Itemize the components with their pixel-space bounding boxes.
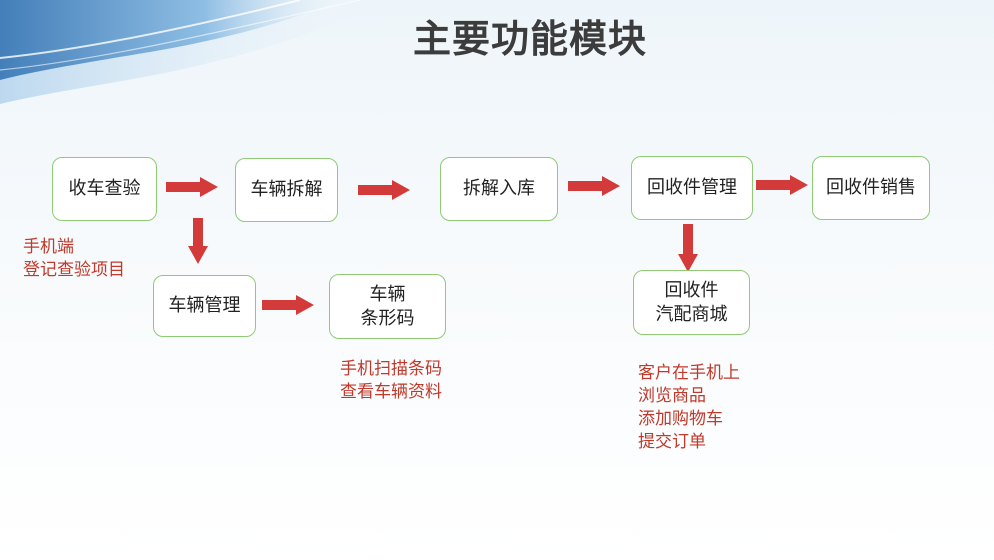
node-vehicle-mgmt: 车辆管理 bbox=[153, 275, 256, 337]
node-mall: 回收件 汽配商城 bbox=[633, 270, 750, 335]
node-parts-mgmt: 回收件管理 bbox=[631, 156, 753, 220]
arrow-parts-mgmt-to-sales bbox=[756, 175, 808, 195]
arrow-dismantle-to-storage bbox=[358, 180, 410, 200]
node-parts-sales: 回收件销售 bbox=[812, 156, 930, 220]
arrow-inspect-to-dismantle bbox=[166, 177, 218, 197]
arrow-parts-mgmt-to-mall bbox=[678, 224, 698, 272]
node-storage: 拆解入库 bbox=[440, 157, 558, 221]
node-barcode: 车辆 条形码 bbox=[329, 274, 446, 339]
note-mall: 客户在手机上 浏览商品 添加购物车 提交订单 bbox=[638, 363, 740, 452]
note-barcode: 手机扫描条码 查看车辆资料 bbox=[340, 359, 442, 402]
node-dismantle: 车辆拆解 bbox=[235, 158, 338, 222]
node-inspect: 收车查验 bbox=[52, 157, 157, 221]
arrow-storage-to-parts-mgmt bbox=[568, 176, 620, 196]
page-title: 主要功能模块 bbox=[412, 17, 647, 61]
arrow-inspect-to-vehicle-mgmt bbox=[188, 218, 208, 264]
arrow-vehicle-mgmt-to-barcode bbox=[262, 295, 314, 315]
note-inspect: 手机端 登记查验项目 bbox=[23, 237, 125, 280]
